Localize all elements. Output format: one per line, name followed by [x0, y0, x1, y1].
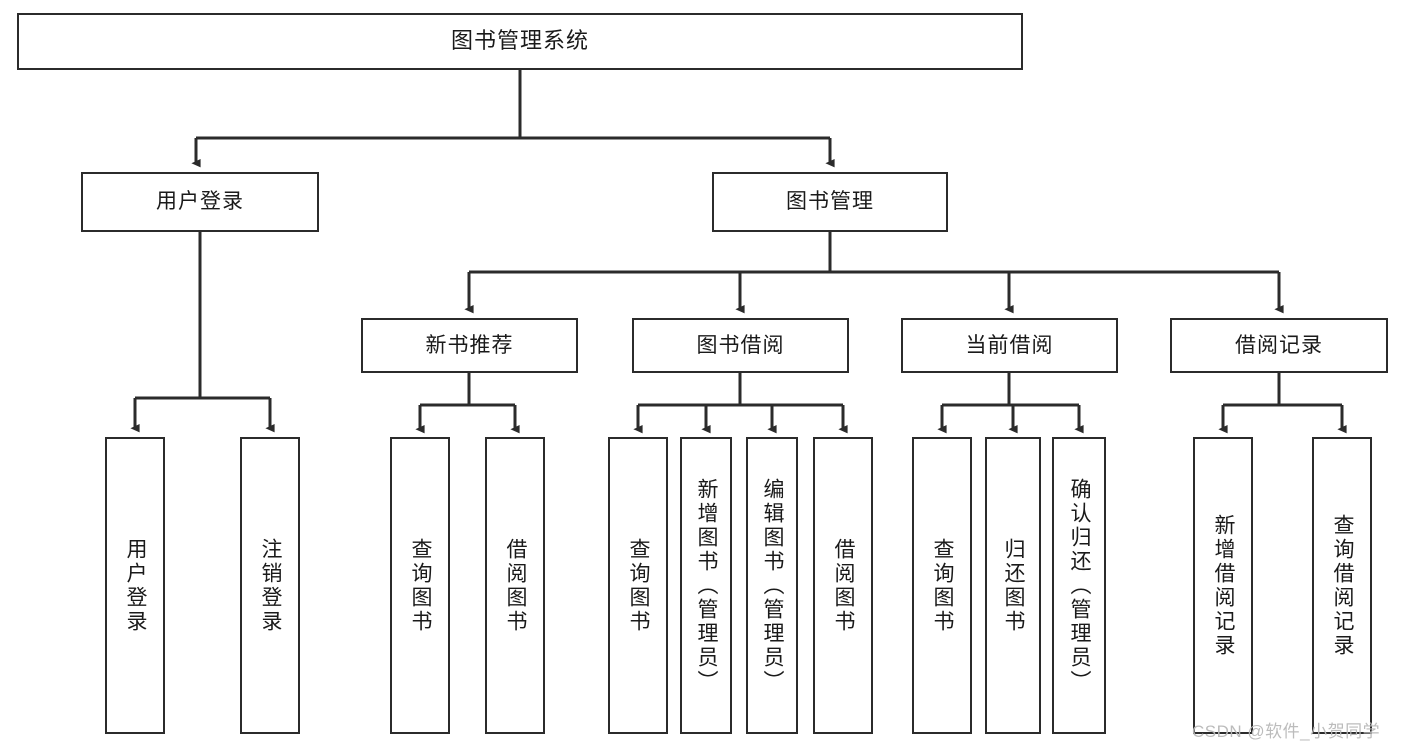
node-leaf-user-logout-label: 注销登录: [259, 537, 283, 634]
node-leaf-borrow-book-label: 借阅图书: [832, 537, 856, 634]
node-leaf-add-book[interactable]: 新增图书（管理员）: [680, 437, 732, 734]
node-leaf-confirm-return[interactable]: 确认归还（管理员）: [1052, 437, 1106, 734]
node-leaf-add-record[interactable]: 新增借阅记录: [1193, 437, 1253, 734]
node-leaf-query-book-current-label: 查询图书: [931, 537, 955, 634]
node-root[interactable]: 图书管理系统: [17, 13, 1023, 70]
node-borrow-record[interactable]: 借阅记录: [1170, 318, 1388, 373]
node-root-label: 图书管理系统: [450, 28, 589, 54]
node-leaf-edit-book[interactable]: 编辑图书（管理员）: [746, 437, 798, 734]
node-leaf-user-login-label: 用户登录: [124, 537, 148, 634]
node-leaf-return-book[interactable]: 归还图书: [985, 437, 1041, 734]
node-leaf-query-book-rec-label: 查询图书: [409, 537, 433, 634]
node-current-borrow-label: 当前借阅: [965, 333, 1054, 357]
watermark: CSDN @软件_小贺同学: [1192, 722, 1381, 741]
node-book-borrow-label: 图书借阅: [696, 333, 785, 357]
node-new-book-rec-label: 新书推荐: [425, 333, 514, 357]
node-borrow-record-label: 借阅记录: [1235, 333, 1323, 357]
node-leaf-user-logout[interactable]: 注销登录: [240, 437, 300, 734]
node-user-login[interactable]: 用户登录: [81, 172, 319, 232]
node-leaf-user-login[interactable]: 用户登录: [105, 437, 165, 734]
node-user-login-label: 用户登录: [156, 190, 244, 214]
node-leaf-add-book-label: 新增图书（管理员）: [695, 477, 719, 694]
node-leaf-borrow-book-rec-label: 借阅图书: [504, 537, 528, 634]
node-leaf-query-book-borrow[interactable]: 查询图书: [608, 437, 668, 734]
node-leaf-query-book-borrow-label: 查询图书: [627, 537, 651, 634]
node-leaf-query-book-current[interactable]: 查询图书: [912, 437, 972, 734]
node-leaf-query-book-rec[interactable]: 查询图书: [390, 437, 450, 734]
node-book-admin-label: 图书管理: [786, 190, 874, 214]
node-book-admin[interactable]: 图书管理: [712, 172, 948, 232]
node-leaf-edit-book-label: 编辑图书（管理员）: [761, 477, 785, 694]
node-leaf-return-book-label: 归还图书: [1002, 537, 1026, 634]
node-leaf-query-record[interactable]: 查询借阅记录: [1312, 437, 1372, 734]
node-leaf-borrow-book-rec[interactable]: 借阅图书: [485, 437, 545, 734]
node-leaf-borrow-book[interactable]: 借阅图书: [813, 437, 873, 734]
node-book-borrow[interactable]: 图书借阅: [632, 318, 849, 373]
node-new-book-rec[interactable]: 新书推荐: [361, 318, 578, 373]
node-leaf-query-record-label: 查询借阅记录: [1331, 513, 1355, 658]
node-leaf-add-record-label: 新增借阅记录: [1212, 513, 1236, 658]
node-leaf-confirm-return-label: 确认归还（管理员）: [1068, 477, 1092, 694]
node-current-borrow[interactable]: 当前借阅: [901, 318, 1118, 373]
